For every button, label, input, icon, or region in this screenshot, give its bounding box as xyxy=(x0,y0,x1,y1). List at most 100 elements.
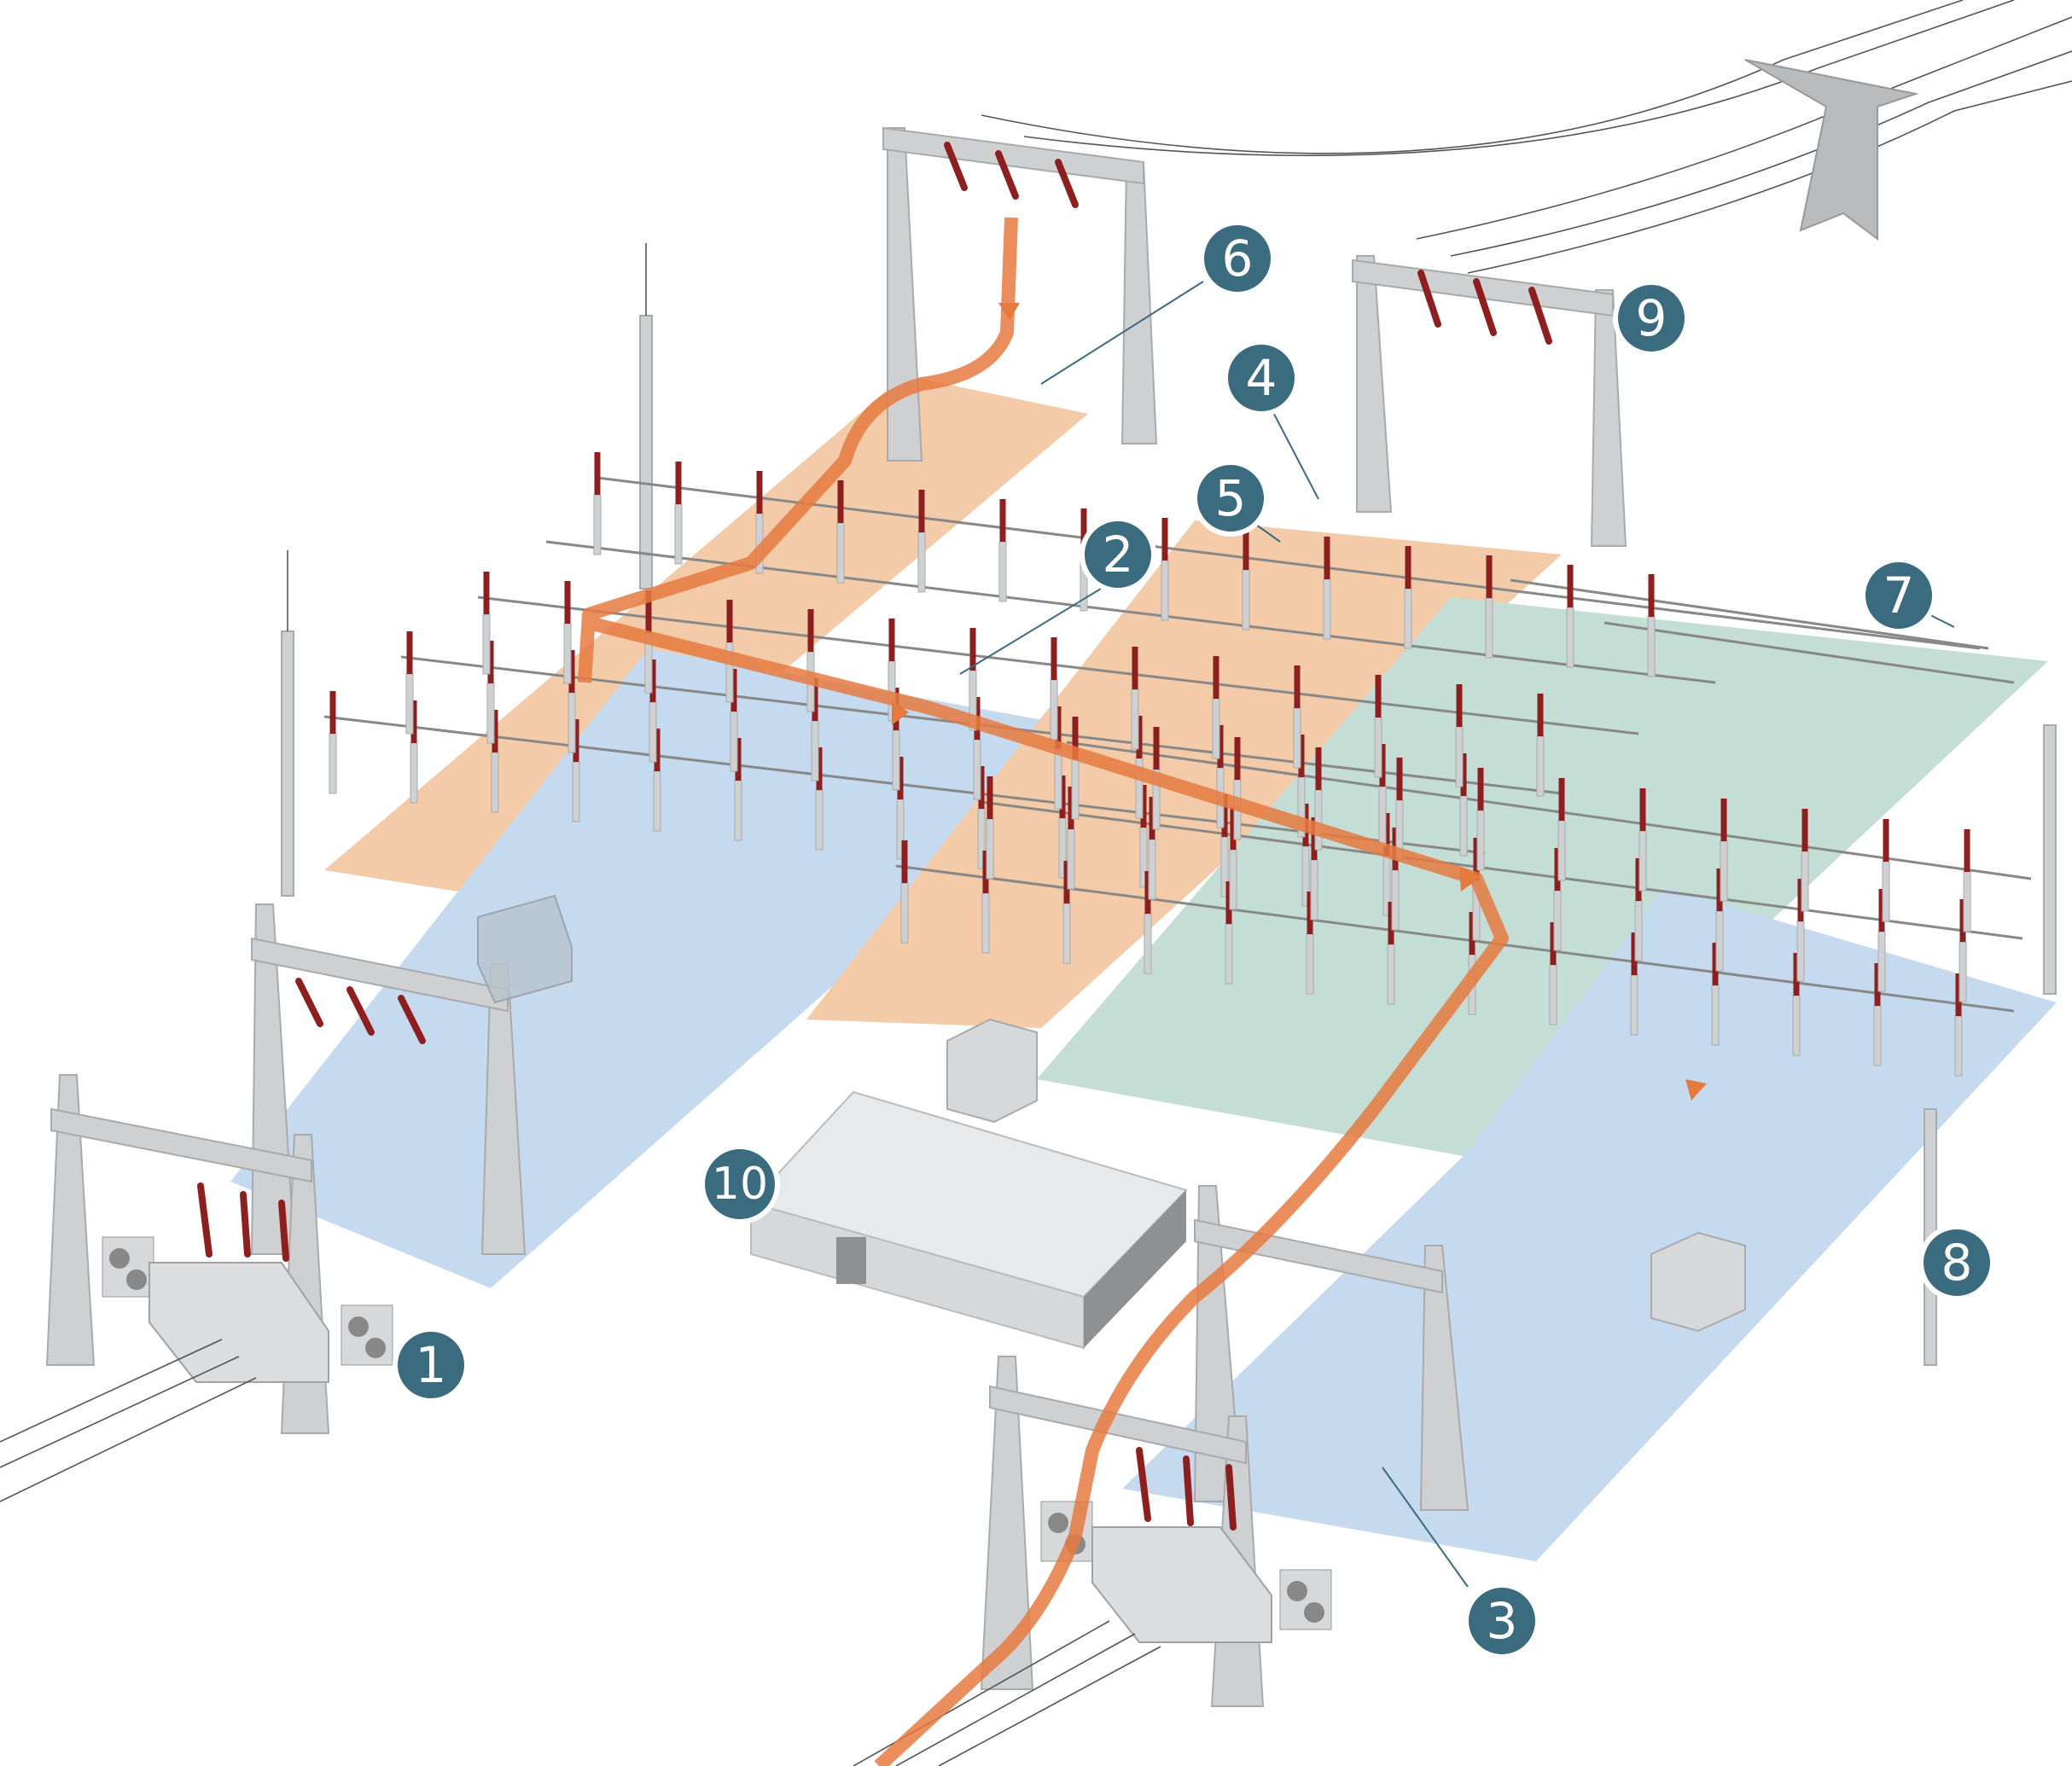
label-6-text: 6 xyxy=(1222,229,1254,288)
equipment-post xyxy=(893,730,899,790)
equipment-post xyxy=(1477,810,1484,870)
equipment-post xyxy=(483,614,490,674)
equipment-post xyxy=(999,542,1006,601)
equipment-post xyxy=(564,624,571,683)
equipment-post xyxy=(1213,699,1219,758)
equipment-post xyxy=(1883,862,1889,921)
equipment-post xyxy=(492,752,498,812)
equipment-post xyxy=(1051,680,1057,740)
label-1: 1 xyxy=(395,1329,467,1401)
equipment-post xyxy=(1068,829,1074,889)
equipment-post xyxy=(1149,839,1155,899)
equipment-post xyxy=(1243,570,1249,630)
equipment-post xyxy=(573,762,579,822)
control-building-icon xyxy=(751,1092,1186,1348)
equipment-post xyxy=(1648,617,1655,677)
label-3: 3 xyxy=(1466,1585,1538,1657)
equipment-post xyxy=(837,523,844,583)
label-3-text: 3 xyxy=(1487,1592,1518,1650)
equipment-post xyxy=(594,495,601,555)
equipment-post xyxy=(1324,579,1330,639)
equipment-post xyxy=(1712,985,1719,1045)
equipment-post xyxy=(1801,851,1808,911)
label-5-text: 5 xyxy=(1215,469,1247,527)
label-4: 4 xyxy=(1225,342,1297,414)
equipment-post xyxy=(1388,944,1394,1004)
equipment-post xyxy=(735,781,742,840)
equipment-post xyxy=(816,790,823,850)
lightning-mast-icon xyxy=(2044,725,2056,994)
equipment-post xyxy=(1315,790,1322,850)
equipment-post xyxy=(1797,921,1804,981)
equipment-post xyxy=(1639,831,1646,891)
equipment-post xyxy=(1405,589,1411,648)
equipment-post xyxy=(1055,749,1062,809)
equipment-post xyxy=(1537,736,1544,796)
equipment-post xyxy=(1964,872,1970,932)
outgoing-lines xyxy=(0,1339,1161,1766)
equipment-post xyxy=(1567,607,1574,667)
equipment-post xyxy=(1635,901,1642,961)
label-1-text: 1 xyxy=(416,1336,447,1394)
label-2-text: 2 xyxy=(1103,526,1134,584)
equipment-post xyxy=(1460,796,1467,856)
equipment-post xyxy=(901,883,908,943)
equipment-post xyxy=(1132,689,1138,749)
label-10: 10 xyxy=(702,1147,777,1222)
label-5: 5 xyxy=(1195,462,1266,534)
equipment-post xyxy=(1063,903,1070,963)
equipment-post xyxy=(406,674,413,734)
equipment-post xyxy=(329,734,336,793)
equipment-post xyxy=(1379,787,1386,846)
equipment-post xyxy=(1392,870,1399,930)
equipment-post xyxy=(1959,942,1966,1002)
label-6: 6 xyxy=(1202,223,1273,294)
transmission-tower-icon xyxy=(1745,60,1916,239)
equipment-post xyxy=(1307,934,1313,994)
equipment-post xyxy=(982,893,989,953)
label-7-text: 7 xyxy=(1883,566,1915,624)
equipment-post xyxy=(410,743,417,803)
equipment-post xyxy=(1230,850,1237,909)
label-10-text: 10 xyxy=(712,1159,768,1210)
equipment-post xyxy=(1311,860,1318,920)
label-9: 9 xyxy=(1615,282,1687,354)
equipment-post xyxy=(1486,598,1493,658)
label-8: 8 xyxy=(1921,1227,1993,1298)
equipment-post xyxy=(918,532,925,592)
label-2: 2 xyxy=(1082,519,1154,590)
equipment-post xyxy=(1144,914,1151,973)
equipment-post xyxy=(730,712,737,771)
equipment-post xyxy=(1294,708,1301,768)
equipment-post xyxy=(1072,759,1079,819)
equipment-post xyxy=(812,721,818,781)
equipment-post xyxy=(1558,821,1565,880)
label-8-text: 8 xyxy=(1941,1234,1973,1292)
equipment-post xyxy=(987,819,993,879)
lightning-mast-icon xyxy=(640,316,652,589)
equipment-post xyxy=(1793,996,1800,1055)
equipment-post xyxy=(1456,727,1463,787)
equipment-post xyxy=(1550,965,1557,1025)
equipment-post xyxy=(1161,561,1168,620)
equipment-post xyxy=(649,702,656,762)
label-7: 7 xyxy=(1863,560,1935,631)
equipment-post xyxy=(1716,911,1723,971)
equipment-post xyxy=(1955,1016,1962,1076)
equipment-post xyxy=(1375,717,1382,777)
label-4-text: 4 xyxy=(1246,349,1278,407)
lightning-mast-icon xyxy=(282,631,294,896)
gantry-tower-icon xyxy=(1353,256,1626,546)
equipment-post xyxy=(1225,924,1232,984)
label-9-text: 9 xyxy=(1636,289,1667,347)
equipment-post xyxy=(487,683,494,743)
equipment-post xyxy=(1631,975,1638,1035)
equipment-post xyxy=(1554,891,1561,950)
equipment-post xyxy=(1720,841,1727,901)
equipment-post xyxy=(1874,1006,1881,1066)
equipment-post xyxy=(974,740,981,799)
equipment-post xyxy=(675,504,682,564)
equipment-post xyxy=(1878,932,1885,991)
equipment-post xyxy=(568,693,575,752)
